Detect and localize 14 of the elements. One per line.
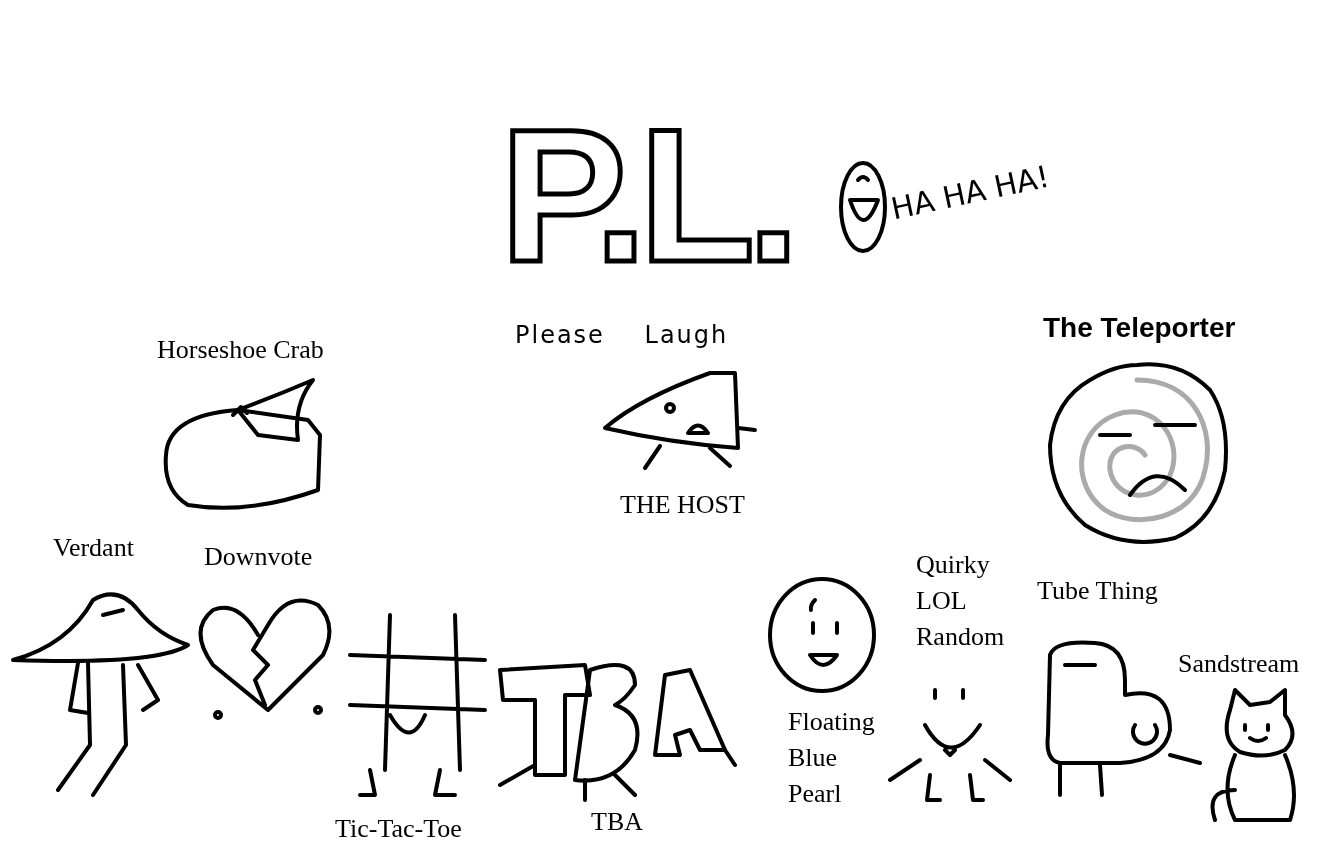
character-name: Verdant (53, 533, 134, 563)
character-name: THE HOST (620, 490, 745, 520)
character-name: Floating Blue Pearl (788, 706, 876, 810)
character-name: Quirky LOL Random (916, 549, 1006, 653)
laugh-text: HA HA HA! (888, 161, 1052, 225)
subtitle: Please Laugh (515, 320, 729, 350)
character-name: Sandstream (1178, 649, 1300, 679)
character-name: Horseshoe Crab (157, 335, 324, 365)
character-name: Downvote (204, 542, 313, 572)
character-name: Tube Thing (1037, 576, 1158, 606)
character-name: Tic-Tac-Toe (335, 814, 462, 844)
character-name: The Teleporter (1043, 313, 1236, 343)
character-name: TBA (591, 807, 643, 837)
show-title: P.L. (500, 95, 793, 295)
